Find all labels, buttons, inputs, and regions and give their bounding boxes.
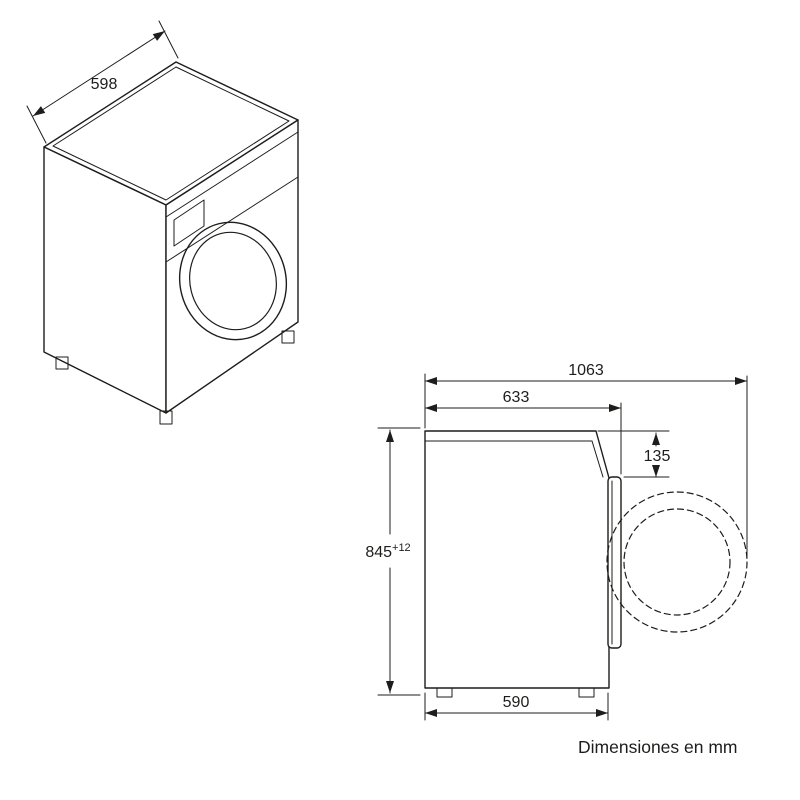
extension-line <box>26 105 47 144</box>
dimension-depth-633: 633 <box>424 389 622 475</box>
door-swing-inner-circle <box>623 508 731 616</box>
extension-line <box>158 20 179 59</box>
side-foot-front <box>578 687 595 698</box>
dim-598-label: 598 <box>91 76 118 93</box>
door-outer-ring <box>178 221 288 341</box>
dimension-top-offset-135: 135 <box>597 430 671 478</box>
dim-845-tolerance: +12 <box>392 542 411 554</box>
dimension-base-depth-590: 590 <box>424 692 609 721</box>
side-foot-back <box>436 687 453 698</box>
dimension-width-598: 598 <box>26 20 179 144</box>
washer-side-view <box>424 430 748 698</box>
dim-633-label: 633 <box>503 389 530 406</box>
foot-left <box>55 356 69 370</box>
door-swing-outer-circle <box>606 491 748 633</box>
foot-right <box>281 330 295 344</box>
door-glass <box>189 231 277 331</box>
side-door-profile <box>607 476 622 649</box>
foot-middle <box>159 410 173 425</box>
dimension-total-depth-1063: 1063 <box>424 362 748 559</box>
dimension-height-845: 845+12 <box>365 427 421 696</box>
detergent-drawer <box>173 199 205 247</box>
washer-front-face <box>165 119 299 414</box>
washer-isometric-view <box>43 61 299 425</box>
dimension-line <box>32 30 166 117</box>
side-body-outline <box>424 430 610 689</box>
dim-135-label: 135 <box>644 448 671 465</box>
side-front-slope-inner <box>591 440 604 478</box>
front-panel-top-line <box>165 131 299 218</box>
dim-845-value: 845 <box>365 544 392 561</box>
dim-1063-label: 1063 <box>568 362 604 379</box>
dim-590-label: 590 <box>503 694 530 711</box>
dim-845-label: 845+12 <box>365 542 410 561</box>
units-caption: Dimensiones en mm <box>578 737 738 757</box>
